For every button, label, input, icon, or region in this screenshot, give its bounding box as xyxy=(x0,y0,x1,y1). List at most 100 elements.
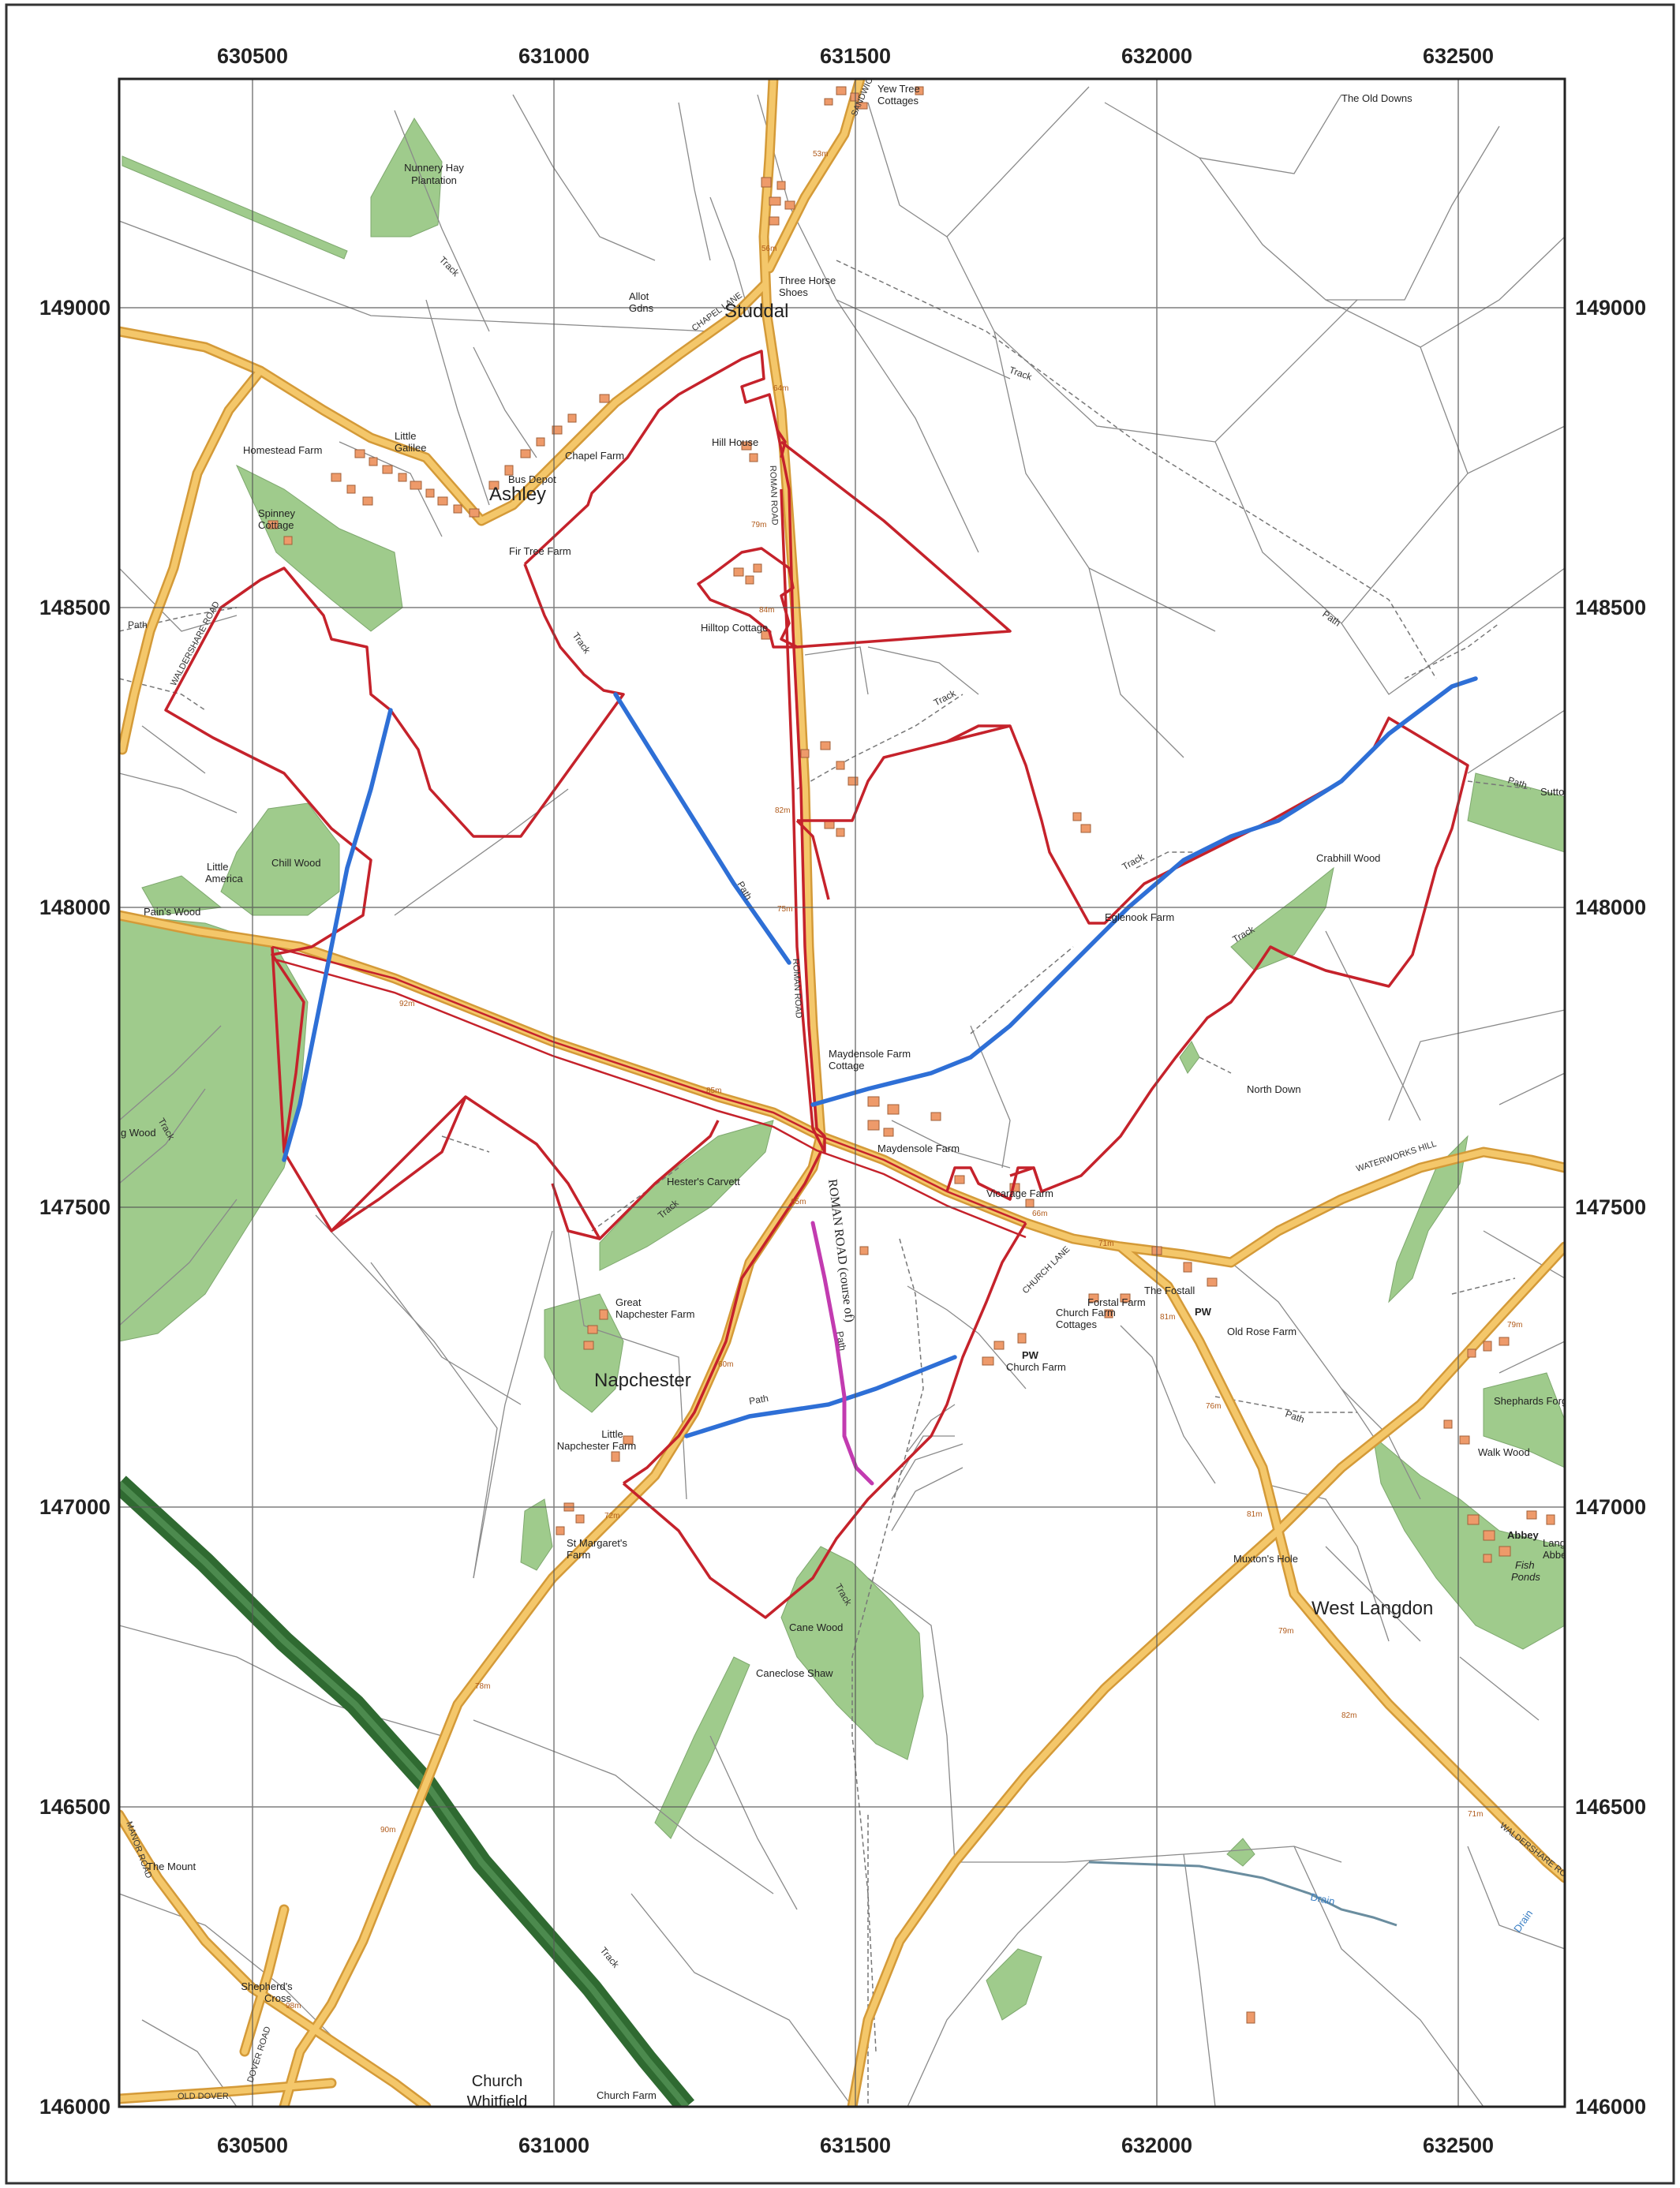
woodland-nunnery-hay xyxy=(370,118,443,238)
map-frame xyxy=(118,77,1566,2108)
easting-label: 632000 xyxy=(1121,2134,1192,2157)
label-cane-wood: Cane Wood xyxy=(789,1621,843,1633)
easting-label: 632500 xyxy=(1423,2134,1494,2157)
boundary-south-central xyxy=(622,1222,1027,1619)
label-path: Path xyxy=(834,1330,848,1352)
easting-label: 631000 xyxy=(518,44,589,68)
boundary-vicarage-notch xyxy=(945,1166,1043,1201)
label-drain-east: Drain xyxy=(1309,1891,1336,1907)
spot-height: 81m xyxy=(1160,1313,1175,1322)
place-ashley: Ashley xyxy=(489,484,546,505)
road-application-line xyxy=(271,945,1027,1239)
label-chapel-farm: Chapel Farm xyxy=(565,450,624,462)
woodland-hesters-carvett xyxy=(599,1120,774,1271)
spot-height: 53m xyxy=(813,150,828,159)
label-yew-tree: Cottages xyxy=(877,95,919,107)
place-napchester: Napchester xyxy=(594,1370,691,1391)
label-church-farm: Church Farm xyxy=(1006,1361,1066,1373)
label-shepherds-cross: Shepherd's xyxy=(241,1980,293,1992)
label-three-horse-shoes: Three Horse xyxy=(779,275,836,286)
spot-height: 71m xyxy=(1468,1810,1483,1819)
label-forstal-farm: Forstal Farm xyxy=(1087,1296,1146,1308)
label-yew-tree: Yew Tree xyxy=(877,83,920,95)
label-st-margarets: St Margaret's xyxy=(567,1537,627,1549)
blue-routes xyxy=(282,676,1478,1438)
label-little-america: Little xyxy=(207,861,228,873)
boundary-south-west-field xyxy=(330,1095,720,1240)
label-st-margarets: Farm xyxy=(567,1549,590,1561)
drain-stream xyxy=(1088,1861,1398,1927)
label-walk-wood: Walk Wood xyxy=(1478,1446,1530,1458)
spot-height: 84m xyxy=(759,606,774,615)
spot-height: 98m xyxy=(286,2002,301,2010)
national-grid xyxy=(119,79,1565,2107)
easting-label: 631500 xyxy=(820,44,891,68)
label-path: Path xyxy=(128,619,148,630)
label-great-napchester: Great xyxy=(616,1296,642,1308)
label-lang-abbe: Lang xyxy=(1543,1537,1566,1549)
label-maydensole-cottage: Maydensole Farm xyxy=(829,1048,911,1060)
spot-height: 75m xyxy=(777,905,792,914)
top-easting-labels: 630500 631000 631500 632000 632500 xyxy=(217,44,1494,68)
place-church-whitfield: Whitfield xyxy=(467,2093,528,2111)
northing-label: 148500 xyxy=(39,596,110,619)
spot-height: 79m xyxy=(751,521,766,529)
northing-label: 147500 xyxy=(1575,1195,1646,1219)
label-allot-gdns: Gdns xyxy=(629,302,654,314)
boundary-studdal-north xyxy=(523,350,787,566)
label-hilltop-cottage: Hilltop Cottage xyxy=(701,622,768,634)
label-church-farm-cottages: Church Farm xyxy=(1056,1307,1116,1318)
spot-height: 92m xyxy=(399,1000,414,1008)
label-homestead-farm: Homestead Farm xyxy=(243,444,322,456)
label-allot-gdns: Allot xyxy=(629,290,649,302)
northing-label: 148000 xyxy=(1575,896,1646,919)
label-little-napchester: Little xyxy=(601,1428,623,1440)
label-church-farm-cottages: Cottages xyxy=(1056,1318,1098,1330)
label-little-galilee: Galilee xyxy=(395,442,426,454)
sheet-border xyxy=(5,3,1675,2185)
northing-label: 148000 xyxy=(39,896,110,919)
northing-label: 147000 xyxy=(39,1495,110,1519)
label-old-downs: The Old Downs xyxy=(1341,92,1412,104)
northing-label: 146500 xyxy=(39,1795,110,1819)
woodland-east-strip xyxy=(1388,1135,1469,1303)
feature-labels: Nunnery Hay Plantation The Old Downs Yew… xyxy=(121,83,1566,2101)
woodland-cane-wood xyxy=(780,1546,924,1760)
label-caneclose-shaw: Caneclose Shaw xyxy=(756,1667,833,1679)
easting-label: 630500 xyxy=(217,2134,288,2157)
northing-label: 148500 xyxy=(1575,596,1646,619)
route-blue-west xyxy=(282,708,393,1162)
label-maydensole-cottage: Cottage xyxy=(829,1060,865,1072)
spot-height: 76m xyxy=(1206,1402,1221,1411)
label-spinney-cottage: Cottage xyxy=(258,519,294,531)
label-spinney-cottage: Spinney xyxy=(258,507,295,519)
boundary-napchester-lower xyxy=(623,1151,822,1485)
label-little-galilee: Little xyxy=(395,430,416,442)
spot-height: 60m xyxy=(718,1360,733,1369)
place-west-langdon: West Langdon xyxy=(1311,1598,1433,1619)
label-bus-depot: Bus Depot xyxy=(508,473,556,485)
northing-label: 146000 xyxy=(1575,2095,1646,2119)
development-boundaries xyxy=(164,350,1469,1619)
woodland-areas xyxy=(119,118,1565,2021)
spot-height: 81m xyxy=(1247,1510,1262,1519)
boundary-hesters xyxy=(551,1183,601,1240)
northing-label: 147000 xyxy=(1575,1495,1646,1519)
right-northing-labels: 149000 148500 148000 147500 147000 14650… xyxy=(1575,296,1646,2119)
label-fish-ponds: Ponds xyxy=(1511,1571,1540,1583)
label-pains-wood: Pain's Wood xyxy=(144,906,200,918)
field-boundaries xyxy=(119,86,1565,2107)
label-maydensole-farm: Maydensole Farm xyxy=(877,1143,960,1154)
label-north-down: North Down xyxy=(1247,1083,1301,1095)
label-the-fostall: The Fostall xyxy=(1144,1285,1195,1296)
spot-height: 90m xyxy=(380,1826,395,1835)
label-shepherds-cross: Cross xyxy=(264,1992,291,2004)
road-roman-north: ROMAN ROAD xyxy=(768,466,780,525)
label-hesters-carvett: Hester's Carvett xyxy=(667,1176,740,1188)
easting-label: 631500 xyxy=(820,2134,891,2157)
road-roman-mid: ROMAN ROAD xyxy=(791,959,803,1019)
label-eglenook-farm: Eglenook Farm xyxy=(1105,911,1174,923)
label-nunnery-hay: Nunnery Hay xyxy=(404,162,464,174)
northing-label: 149000 xyxy=(1575,296,1646,320)
label-pw-north: PW xyxy=(1195,1306,1212,1318)
